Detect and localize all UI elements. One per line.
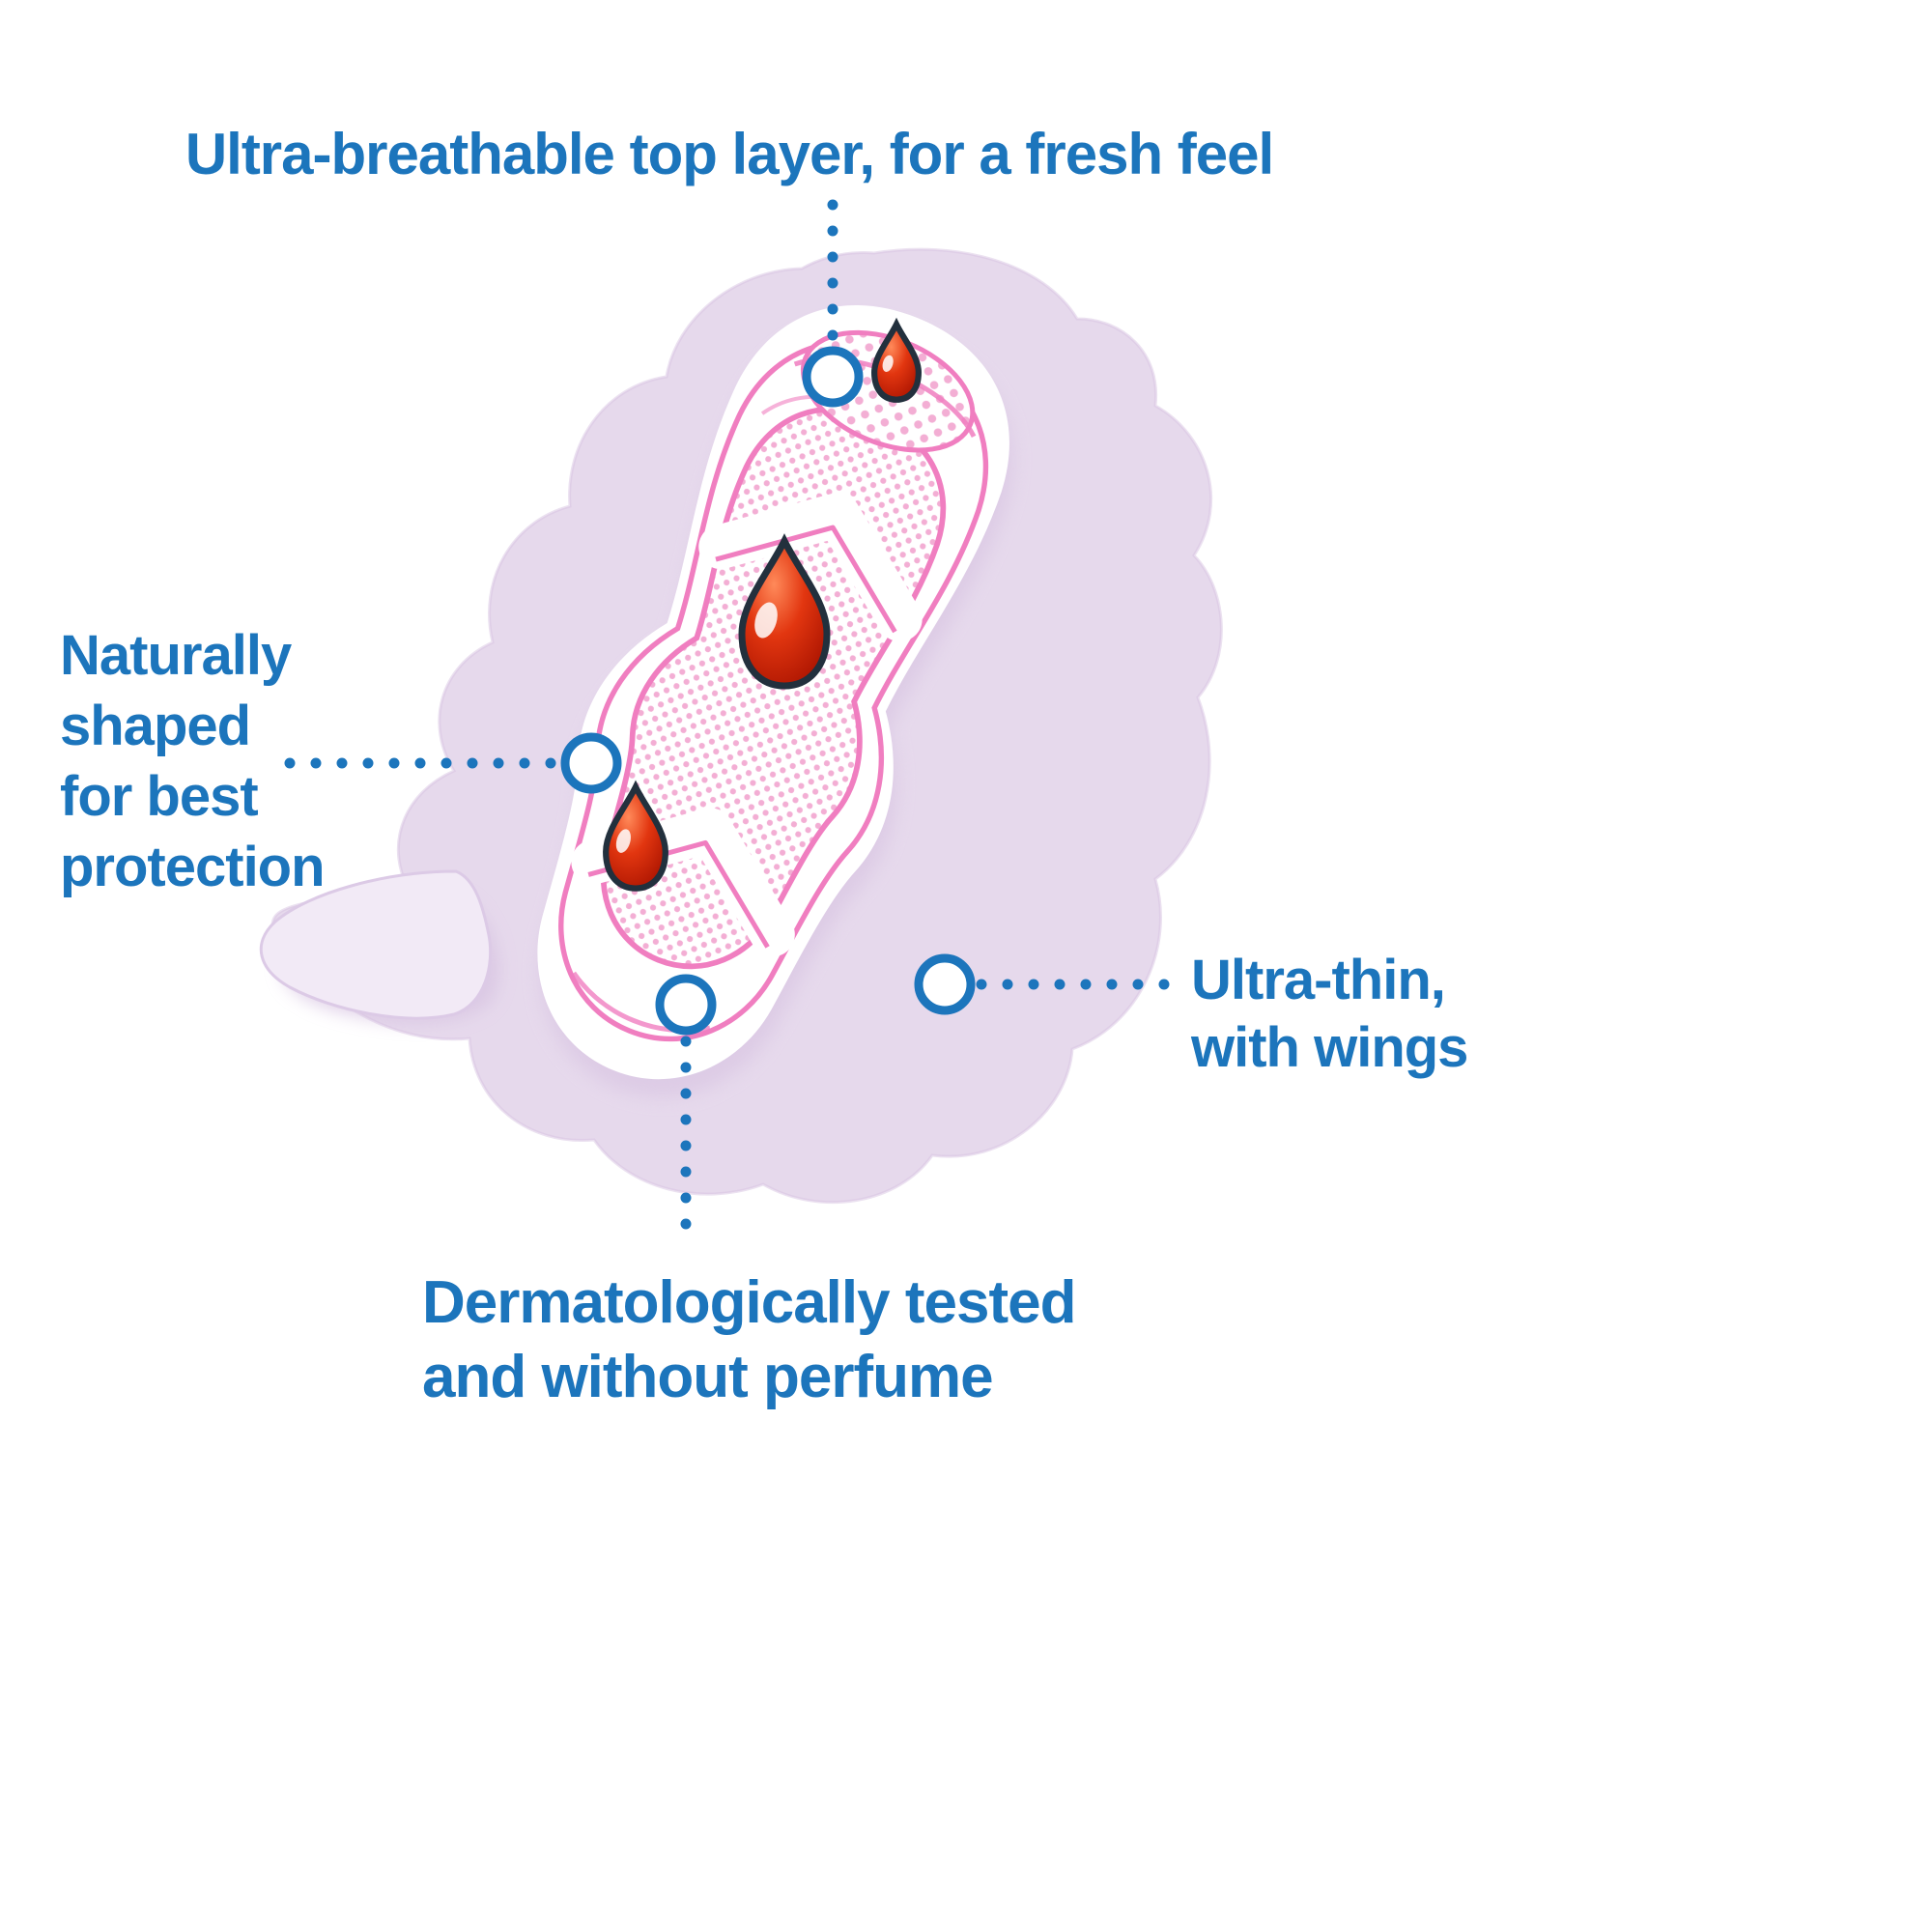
drop-highlight: [615, 829, 631, 853]
blood-drop-medium: [606, 787, 666, 889]
drop-highlight: [754, 602, 778, 639]
blood-drop-small: [874, 325, 919, 400]
label-ultra-thin-wings: Ultra-thin, with wings: [1191, 949, 1468, 1079]
wing-flap: [259, 869, 499, 1023]
callout-marker-left: [560, 732, 622, 794]
callout-marker-top: [802, 346, 864, 408]
segment-band-1: [698, 493, 923, 642]
label-breathable-top-layer: Ultra-breathable top layer, for a fresh …: [185, 122, 1274, 186]
blood-drop-large: [742, 541, 827, 686]
drop-highlight: [882, 355, 894, 372]
callout-marker-bottom: [655, 974, 717, 1036]
callout-marker-right: [914, 953, 976, 1015]
segment-line-1: [715, 525, 897, 634]
label-dermatologically-tested: Dermatologically tested and without perf…: [422, 1269, 1076, 1410]
label-naturally-shaped: Naturally shaped for best protection: [60, 624, 326, 898]
wing-flap-surface: [259, 869, 493, 1020]
